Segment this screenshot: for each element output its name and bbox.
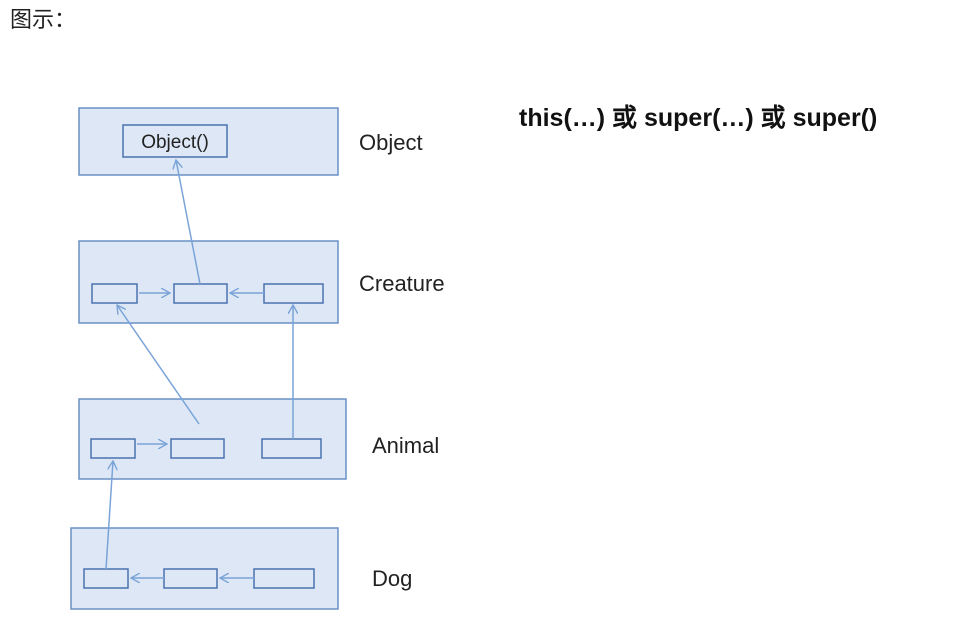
creature-constructor-2 — [173, 283, 228, 304]
creature-constructor-3 — [263, 283, 324, 304]
dog-constructor-1 — [83, 568, 129, 589]
layer-label-creature: Creature — [359, 271, 445, 296]
dog-constructor-2 — [163, 568, 218, 589]
layer-label-object: Object — [359, 130, 423, 155]
constructor-call-headline: this(…) 或 super(…) 或 super() — [519, 104, 878, 132]
object-constructor-label: Object() — [141, 132, 209, 153]
arrow-creature-to-object — [176, 160, 201, 285]
layer-label-animal: Animal — [372, 433, 440, 458]
creature-constructor-1 — [91, 283, 138, 304]
arrow-dog-to-animal-1 — [105, 461, 113, 570]
arrow-animal-to-creature-1 — [117, 305, 200, 425]
creature-layer-panel — [78, 240, 339, 324]
dog-constructor-3 — [253, 568, 315, 589]
figure-caption: 图示： — [10, 8, 77, 33]
animal-constructor-2 — [170, 438, 225, 459]
animal-constructor-1 — [90, 438, 136, 459]
object-constructor-box — [122, 124, 228, 158]
animal-constructor-3 — [261, 438, 322, 459]
layer-label-dog: Dog — [372, 566, 413, 591]
